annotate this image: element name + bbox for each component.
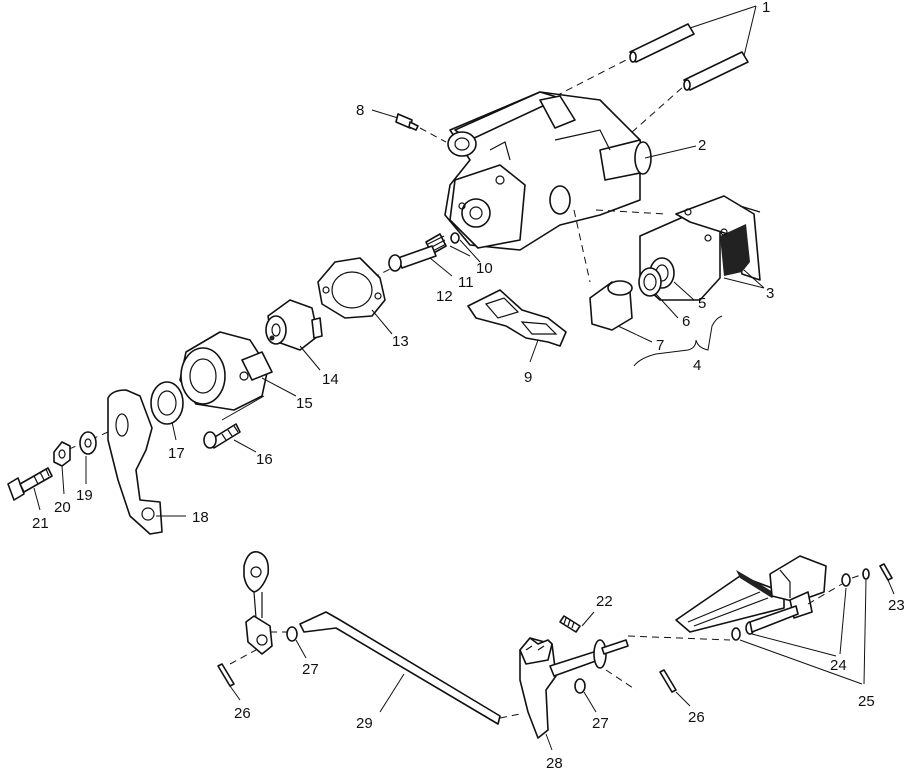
callout-5: 5 [698,295,706,312]
footrest-bracket [627,555,827,641]
part-1-leader [689,5,757,57]
part-14-actuator [265,299,323,371]
part-18-lever-arm [57,389,186,535]
part-27-washer-left [286,626,307,659]
linkage-rod-end [229,550,290,665]
callout-14: 14 [322,371,339,388]
callout-28: 28 [546,755,563,772]
callout-labels: 1 2 3 4 5 6 7 8 9 10 11 12 13 14 15 16 1… [32,0,905,772]
callout-29: 29 [356,715,373,732]
callout-10: 10 [476,260,493,277]
part-26-cotter-pin-left [217,663,241,701]
callout-25: 25 [858,693,875,710]
callout-13: 13 [392,333,409,350]
callout-9: 9 [524,369,532,386]
part-2-caliper-body [444,91,697,251]
callout-3: 3 [766,285,774,302]
callout-6: 6 [682,313,690,330]
part-22-spring [559,611,595,633]
part-7-piston [589,280,653,343]
callout-12: 12 [436,288,453,305]
part-28-brake-pedal [519,637,629,751]
callout-27-right: 27 [592,715,609,732]
callout-27-left: 27 [302,661,319,678]
callout-26-right: 26 [688,709,705,726]
callout-16: 16 [256,451,273,468]
part-15-housing [179,331,297,411]
part-27-washer-right [574,669,637,713]
callout-4: 4 [693,357,701,374]
part-23-cotter-pin [879,563,895,595]
callout-8: 8 [356,102,364,119]
callout-20: 20 [54,499,71,516]
callout-24: 24 [830,657,847,674]
callout-22: 22 [596,593,613,610]
part-9-pad-spring [467,289,567,363]
callout-1: 1 [762,0,770,16]
parts-10-12-adjuster [329,232,481,301]
callout-18: 18 [192,509,209,526]
callout-19: 19 [76,487,93,504]
part-17-washer [150,381,184,441]
parts-24-25-bushings [731,568,870,685]
part-8-bleeder-screw [371,109,447,143]
part-29-brake-rod [299,611,521,725]
part-26-cotter-pin-right [659,669,691,707]
part-4-group-bracket [633,315,723,367]
callout-17: 17 [168,445,185,462]
callout-2: 2 [698,137,706,154]
callout-11: 11 [458,274,474,291]
callout-26-left: 26 [234,705,251,722]
part-16-screw [203,395,265,453]
callout-7: 7 [656,337,664,354]
part-3-brake-pads [573,195,765,301]
parts-19-21-fasteners [7,431,97,511]
part-13-gasket [317,257,393,335]
callout-21: 21 [32,515,49,532]
callout-15: 15 [296,395,313,412]
callout-23: 23 [888,597,905,614]
parts-5-6-seals [638,257,695,319]
